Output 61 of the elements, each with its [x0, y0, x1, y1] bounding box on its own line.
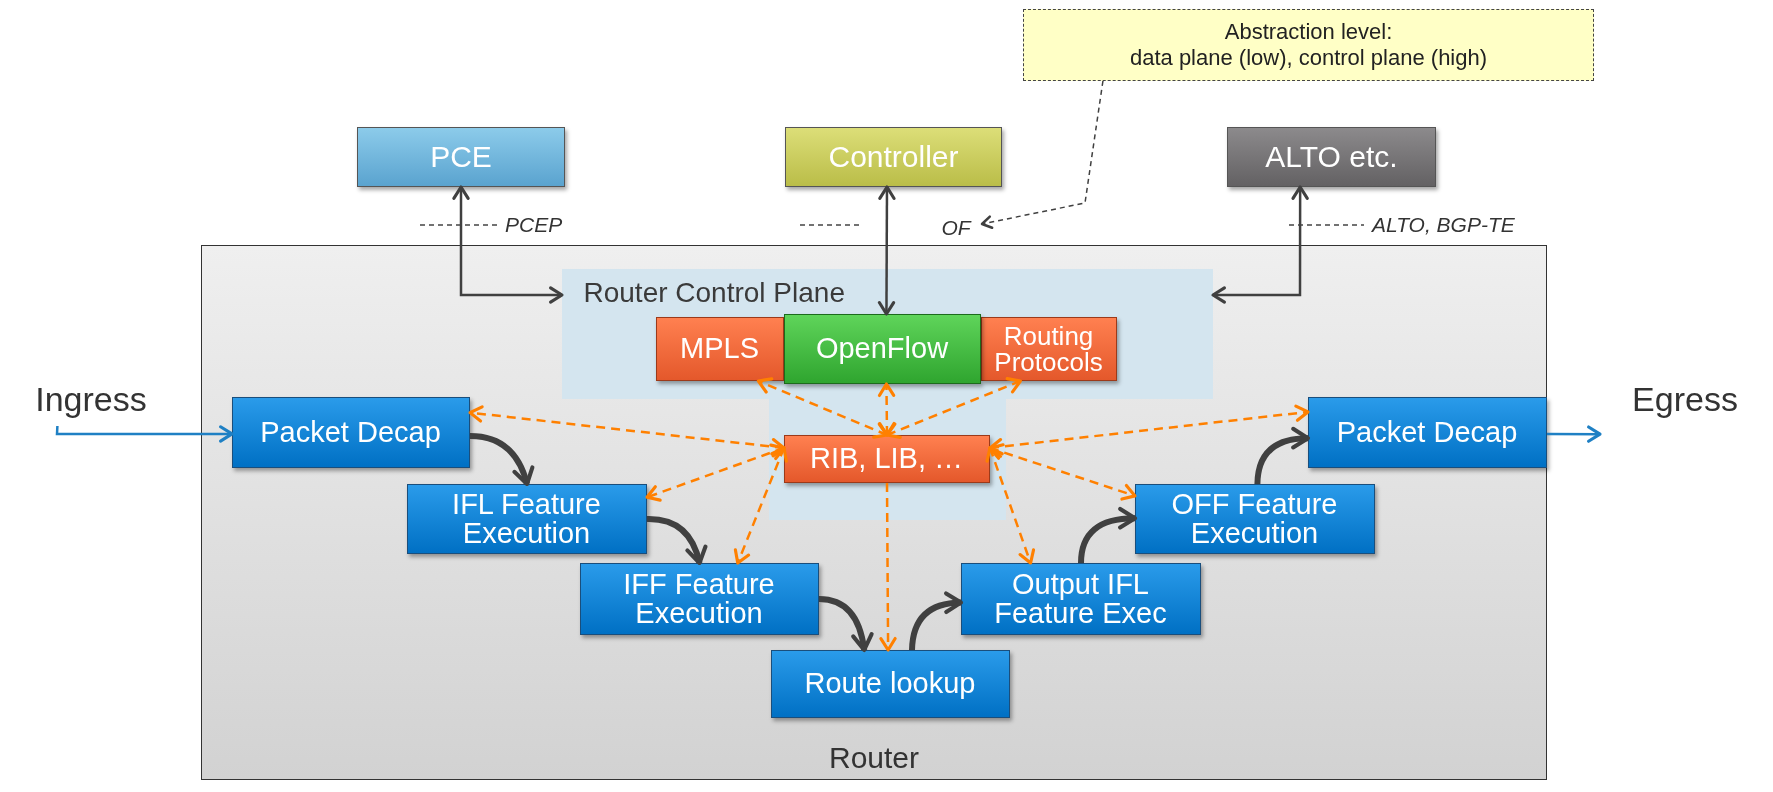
- dashed-arrow: [733, 446, 788, 565]
- arrow: [877, 185, 896, 316]
- box-label: MPLS: [680, 334, 759, 363]
- module-box: [655, 316, 784, 381]
- router-container: [201, 245, 1547, 780]
- dashed-arrow: [980, 80, 1104, 230]
- dashed-arrow: [879, 483, 897, 652]
- box-label: ALTO etc.: [1265, 142, 1398, 172]
- curved-arrow: [1254, 427, 1311, 485]
- dashed-arrow: [988, 404, 1310, 456]
- curved-arrow: [909, 592, 964, 651]
- box-label: Packet Decap: [260, 417, 441, 447]
- process-box: [770, 649, 1010, 718]
- curved-arrow: [646, 516, 707, 566]
- arrow: [55, 425, 234, 443]
- module-box: [783, 313, 981, 384]
- protocol-label: ALTO, BGP-TE: [1372, 213, 1515, 237]
- box-label: OFF Feature Execution: [1170, 489, 1339, 548]
- process-box: [231, 396, 470, 468]
- dashed-arrow: [645, 443, 786, 502]
- box-label: Packet Decap: [1336, 417, 1518, 447]
- port-label: Ingress: [11, 382, 171, 426]
- protocol-label: PCEP: [505, 213, 563, 237]
- protocol-label: OF: [930, 212, 982, 242]
- process-box: [406, 483, 647, 554]
- panel-title: Router: [828, 743, 919, 773]
- note-box: [1023, 9, 1594, 81]
- box-label: OpenFlow: [815, 334, 949, 363]
- process-box: [960, 562, 1201, 635]
- arrow: [1547, 425, 1602, 443]
- note-heading: Abstraction level:: [1224, 18, 1393, 45]
- box-label: IFF Feature Execution: [622, 569, 776, 628]
- arrow: [1211, 185, 1309, 304]
- dashed-arrow: [877, 382, 896, 437]
- dashed-arrow: [468, 405, 786, 456]
- dashed-arrow: [988, 443, 1137, 501]
- dashed-arrow: [756, 377, 889, 439]
- box-label: Routing Protocols: [993, 322, 1104, 375]
- process-box: [1307, 396, 1547, 468]
- note-text: data plane (low), control plane (high): [1129, 45, 1488, 72]
- control-plane-panel: [561, 268, 1213, 399]
- box-label: RIB, LIB, …: [809, 444, 964, 473]
- server-box: [1227, 127, 1436, 187]
- module-box: [980, 316, 1117, 381]
- curved-arrow: [469, 433, 534, 487]
- box-label: Output IFL Feature Exec: [993, 569, 1168, 628]
- panel-title: Router Control Plane: [583, 278, 845, 307]
- process-box: [579, 562, 819, 635]
- server-box: [357, 127, 565, 187]
- arrow: [452, 185, 564, 304]
- box-label: Controller: [828, 142, 959, 172]
- box-label: PCE: [430, 142, 492, 172]
- controller-box: [785, 127, 1002, 187]
- curved-arrow: [1078, 507, 1138, 564]
- process-box: [1134, 483, 1375, 554]
- module-box: [783, 434, 990, 483]
- box-label: Route lookup: [804, 669, 976, 698]
- dashed-arrow: [885, 377, 1022, 439]
- dashed-arrow: [985, 446, 1036, 565]
- box-label: IFL Feature Execution: [451, 489, 602, 548]
- port-label: Egress: [1600, 382, 1770, 442]
